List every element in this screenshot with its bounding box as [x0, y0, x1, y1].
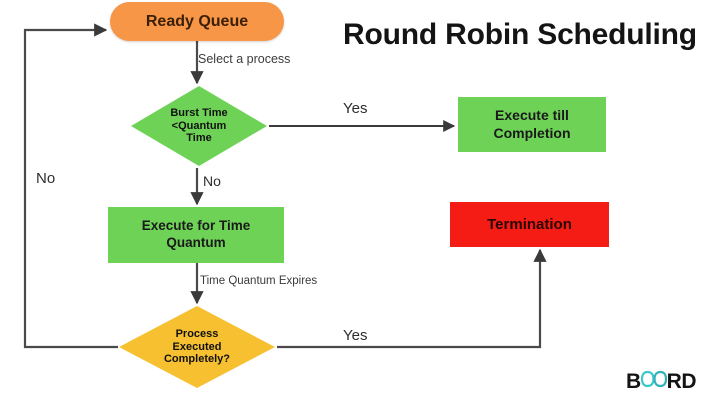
node-termination[interactable]: Termination	[450, 202, 609, 247]
node-burst-time-label: Burst Time <Quantum Time	[130, 85, 268, 167]
edge-label-yes-termination: Yes	[343, 327, 368, 344]
edge-label-yes-completion: Yes	[343, 100, 368, 117]
edge-process-no-to-readyqueue	[23, 23, 118, 349]
infinity-mark-icon	[640, 369, 667, 394]
burst-line-2: <Quantum	[171, 119, 227, 132]
node-ready-queue[interactable]: Ready Queue	[110, 2, 284, 41]
node-burst-time-decision[interactable]: Burst Time <Quantum Time	[130, 85, 268, 167]
node-execute-till-completion[interactable]: Execute till Completion	[458, 97, 606, 152]
execute-quantum-line-2: Quantum	[166, 235, 226, 250]
node-execute-for-time-quantum[interactable]: Execute for Time Quantum	[108, 207, 284, 263]
logo-text-right: RD	[666, 369, 697, 393]
execute-till-line-2: Completion	[493, 124, 571, 141]
diamond-shape	[119, 306, 275, 388]
board-logo: B RD	[626, 369, 697, 394]
diamond-shape	[131, 86, 267, 166]
page-title: Round Robin Scheduling	[343, 18, 697, 51]
execute-quantum-line-1: Execute for Time	[141, 218, 251, 234]
execute-till-line-1: Execute till	[495, 107, 569, 123]
edge-label-select-a-process: Select a process	[198, 52, 291, 66]
node-process-executed-label: Process Executed Completely?	[118, 305, 276, 389]
node-ready-queue-label: Ready Queue	[145, 12, 249, 30]
edge-process-yes-to-termination	[277, 248, 547, 349]
process-line-1: Process	[175, 327, 219, 340]
logo-text-left: B	[626, 369, 641, 393]
burst-line-3: Time	[186, 132, 212, 145]
process-line-3: Completely?	[163, 353, 230, 366]
burst-line-1: Burst Time	[170, 106, 228, 119]
edge-label-no-burst: No	[203, 173, 221, 189]
edge-label-no-loopback: No	[36, 170, 56, 187]
edge-label-time-quantum-expires: Time Quantum Expires	[200, 275, 318, 287]
node-termination-label: Termination	[487, 216, 572, 233]
node-process-executed-decision[interactable]: Process Executed Completely?	[118, 305, 276, 389]
process-line-2: Executed	[172, 340, 222, 353]
